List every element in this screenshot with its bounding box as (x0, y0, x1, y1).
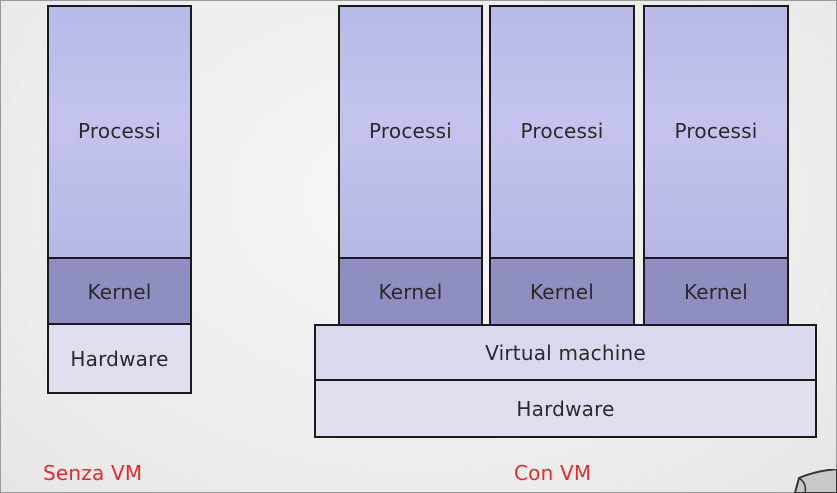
left-kernel-block: Kernel (47, 257, 192, 326)
page-curl-icon (793, 469, 837, 493)
virtual-machine-block: Virtual machine (314, 324, 817, 382)
guest3-kernel-block: Kernel (643, 257, 789, 327)
guest3-kernel-label: Kernel (683, 280, 749, 304)
caption-without-vm: Senza VM (43, 461, 143, 485)
left-processes-block: Processi (47, 5, 192, 260)
left-kernel-label: Kernel (87, 279, 152, 304)
guest2-processes-label: Processi (520, 118, 604, 143)
guest1-processes-label: Processi (368, 118, 453, 143)
guest1-kernel-block: Kernel (338, 257, 483, 327)
virtual-machine-label: Virtual machine (485, 341, 646, 365)
guest2-kernel-block: Kernel (489, 257, 635, 327)
left-hardware-label: Hardware (70, 346, 169, 371)
right-hardware-label: Hardware (516, 396, 615, 421)
left-hardware-block: Hardware (47, 323, 192, 394)
guest3-processes-label: Processi (674, 118, 758, 143)
right-hardware-block: Hardware (314, 379, 817, 438)
caption-with-vm: Con VM (514, 461, 592, 485)
guest2-processes-block: Processi (489, 5, 635, 260)
guest1-kernel-label: Kernel (378, 280, 443, 304)
left-processes-label: Processi (77, 118, 162, 143)
guest1-processes-block: Processi (338, 5, 483, 260)
guest2-kernel-label: Kernel (529, 280, 595, 304)
guest3-processes-block: Processi (643, 5, 789, 260)
